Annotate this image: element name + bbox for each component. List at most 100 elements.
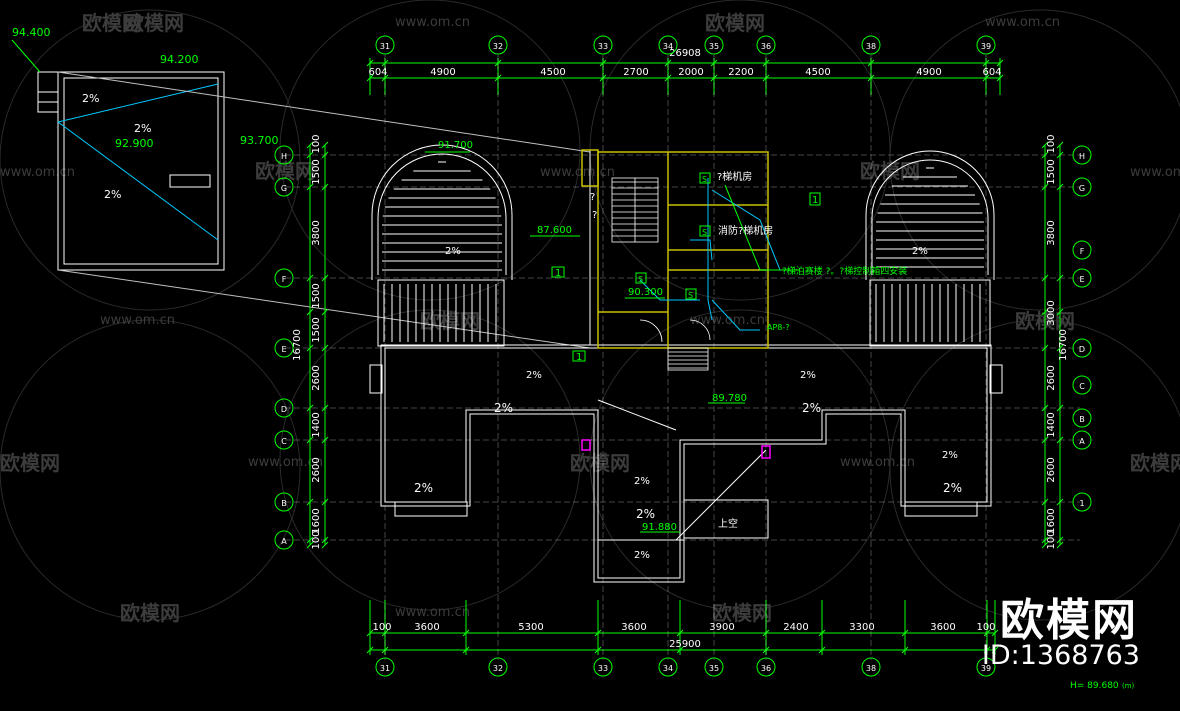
watermark-brand: 欧模网 [420,309,480,333]
grid-bubble-left-label: H [281,152,287,161]
slope-label: 2% [82,92,99,105]
dimension-total-bottom: 25900 [669,639,701,650]
grid-bubble-bottom-label: 39 [981,664,991,673]
grid-bubble-right-circle [1072,492,1092,512]
slope-label: 2% [134,122,151,135]
grid-bubble-left-circle [274,177,294,197]
grid-bubble-top-label: 38 [866,42,876,51]
grid-bubble-left-label: G [281,184,287,193]
grid-bubble-top-label: 35 [709,42,719,51]
grid-bubble-left-circle [274,338,294,358]
grid-axis-lines [285,55,1080,660]
grid-bubble-top-circle [861,35,881,55]
slope-label: 2% [414,481,433,495]
dimension-bottom: 5300 [518,622,543,633]
grid-bubble-left-label: B [281,499,287,508]
building-outline [369,150,1003,583]
tag-label: 1 [812,195,818,206]
elevation-unit: (m) [1122,682,1135,690]
grid-bubble-bottom-label: 38 [866,664,876,673]
slope-label: 2% [526,370,542,381]
watermark-url: www.om.cn [395,15,470,30]
watermark-id: ID:1368763 [981,640,1140,671]
dimension-top: 4500 [805,67,830,78]
dimension-left: 1500 [311,317,322,342]
grid-bubble-bottom-circle [704,657,724,677]
watermark-brand-large: 欧模网 [1000,595,1138,646]
grid-bubble-bottom-circle [593,657,613,677]
dimension-total-left: 16700 [292,329,303,361]
grid-bubble-top-label: 36 [761,42,771,51]
grid-bubble-left-circle [274,492,294,512]
dimension-top: 2000 [678,67,703,78]
question-mark: ? [592,210,597,221]
grid-bubble-left-label: A [281,537,287,546]
grid-bubble-right-circle [1072,408,1092,428]
grid-bubble-top-circle [488,35,508,55]
plan-labels: 91.700 87.600 90.300 89.780 91.880 ?梯机房 … [414,140,1135,691]
dimension-bottom: 3600 [930,622,955,633]
annotation-leaders [425,151,821,533]
elevation-label: 90.300 [628,287,663,298]
dimension-tick [321,141,329,149]
dimension-left: 1500 [311,283,322,308]
s-mark: S [702,228,707,237]
dimension-tick [1056,541,1064,549]
grid-bubble-right-label: E [1079,275,1084,284]
s-mark: S [702,175,707,184]
dimension-top: 4900 [430,67,455,78]
grid-bubble-right-circle [1072,177,1092,197]
dimension-tick [306,344,314,352]
dimension-tick [306,536,314,544]
elevation-label: 91.880 [642,522,677,533]
dimension-tick [306,183,314,191]
grid-bubble-bottom-circle [861,657,881,677]
room-label: 消防?梯机房 [718,224,773,237]
room-label: ?梯机房 [717,170,752,183]
grid-bubble-right-circle [1072,430,1092,450]
grid-bubble-right-label: A [1079,437,1085,446]
grid-bubble-right-label: H [1079,152,1085,161]
dimension-tick [306,274,314,282]
dimension-top: 4500 [540,67,565,78]
tag-label: 1 [576,352,582,363]
elevation-label: 89.780 [712,393,747,404]
dimension-left: 1600 [311,508,322,533]
grid-bubble-bottom-label: 35 [709,664,719,673]
grid-bubble-bottom-circle [488,657,508,677]
base-elevation: H= 89.680 [1070,681,1119,691]
void-label: 上空 [718,517,738,530]
inset-labels: 94.400 94.200 93.700 92.900 2% 2% 2% [12,26,279,201]
grid-bubble-left-label: C [281,437,287,446]
grid-bubble-left-circle [274,430,294,450]
watermark-url: www.om.cn [395,605,470,620]
dimension-right: 1400 [1046,412,1057,437]
dimension-lines [309,62,1061,651]
dimension-tick [306,436,314,444]
elevation-label: 87.600 [537,225,572,236]
dimension-left: 2600 [311,457,322,482]
dimension-tick [306,404,314,412]
grid-bubble-top-circle [375,35,395,55]
roof-detail-inset [11,39,591,349]
dimension-ticks [306,58,1064,655]
grid-bubble-top-label: 39 [981,42,991,51]
slope-label: 2% [445,246,461,257]
dimension-left: 100 [311,134,322,153]
elevation-label: 92.900 [115,137,154,150]
dimension-right: 1500 [1046,159,1057,184]
grid-bubble-left-circle [274,398,294,418]
dimension-tick [1056,141,1064,149]
dimension-tick [321,308,329,316]
grid-bubble-top-circle [704,35,724,55]
dimension-left: 1500 [311,159,322,184]
watermark-url: www.om.cn [540,165,615,180]
stair-details [611,177,711,371]
watermark-brand: 欧模网 [120,601,180,625]
grid-bubble-bottom-label: 36 [761,664,771,673]
dimension-left: 2600 [311,365,322,390]
grid-bubble-right-label: G [1079,184,1085,193]
watermark-brand: 欧模网 [82,11,142,35]
